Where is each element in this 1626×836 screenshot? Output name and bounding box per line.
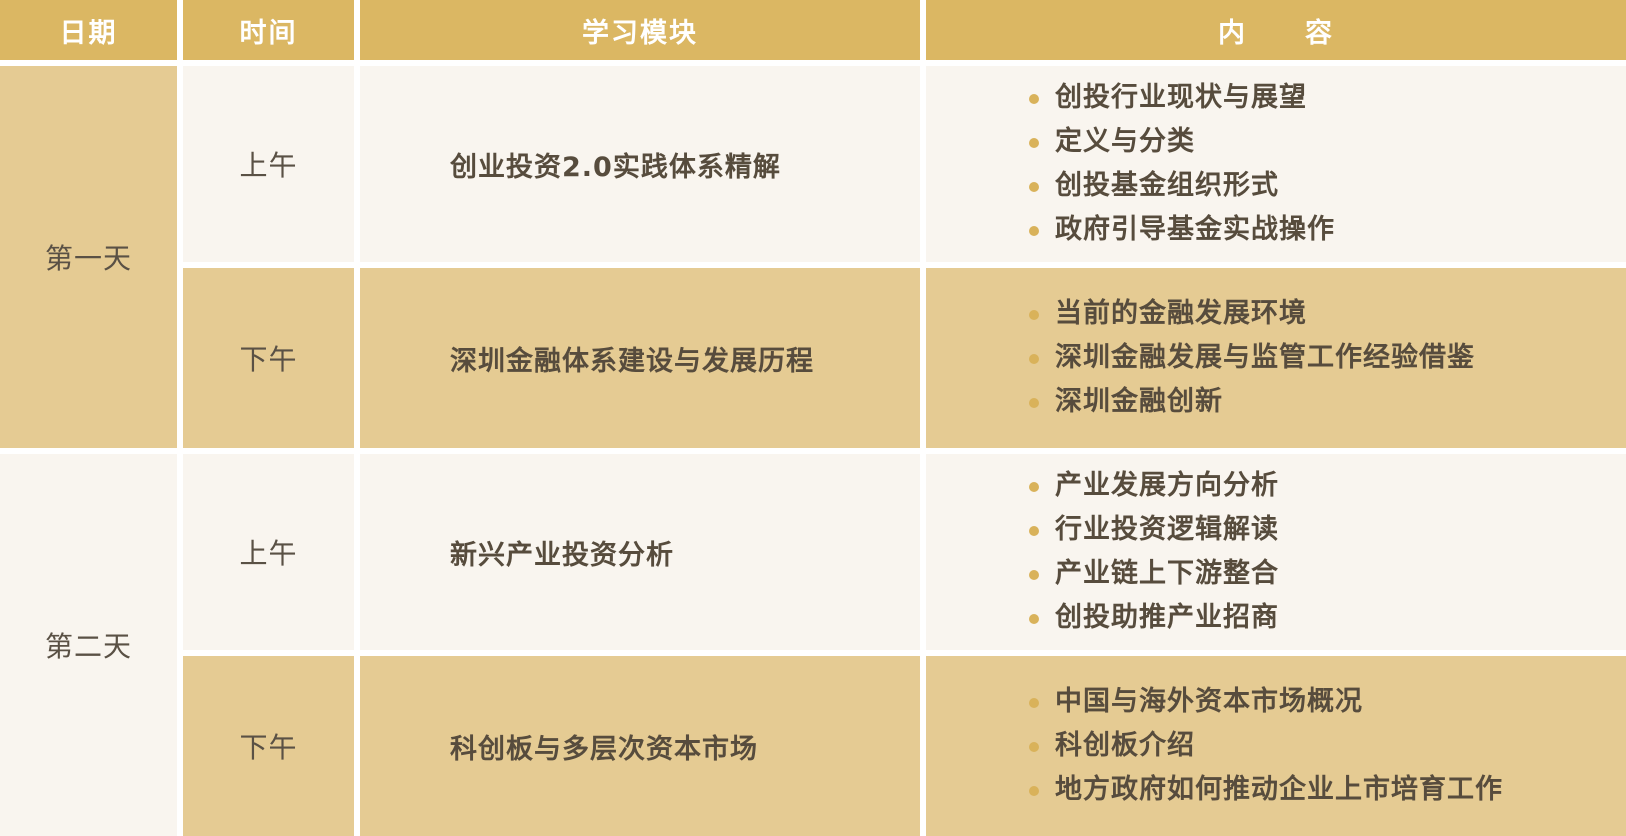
content-item: 产业链上下游整合 xyxy=(1029,552,1279,596)
content-item: 创投助推产业招商 xyxy=(1029,596,1279,640)
bullet-icon xyxy=(1029,742,1039,752)
content-item: 行业投资逻辑解读 xyxy=(1029,508,1279,552)
content-item: 政府引导基金实战操作 xyxy=(1029,208,1335,252)
content-item-text: 深圳金融创新 xyxy=(1055,386,1223,417)
session-content: 当前的金融发展环境 深圳金融发展与监管工作经验借鉴 深圳金融创新 xyxy=(926,268,1626,448)
session-time: 上午 xyxy=(183,454,354,650)
content-item: 创投行业现状与展望 xyxy=(1029,76,1335,120)
content-item-text: 中国与海外资本市场概况 xyxy=(1055,686,1363,717)
session-module: 创业投资2.0实践体系精解 xyxy=(360,66,920,262)
bullet-icon xyxy=(1029,482,1039,492)
content-list: 产业发展方向分析 行业投资逻辑解读 产业链上下游整合 创投助推产业招商 xyxy=(926,464,1279,640)
content-item: 深圳金融创新 xyxy=(1029,380,1475,424)
content-item-text: 深圳金融发展与监管工作经验借鉴 xyxy=(1055,342,1475,373)
bullet-icon xyxy=(1029,182,1039,192)
content-item-text: 产业发展方向分析 xyxy=(1055,470,1279,501)
bullet-icon xyxy=(1029,614,1039,624)
bullet-icon xyxy=(1029,94,1039,104)
content-item-text: 创投行业现状与展望 xyxy=(1055,82,1307,113)
day-label: 第二天 xyxy=(0,454,177,836)
header-time: 时间 xyxy=(183,0,354,60)
content-item: 深圳金融发展与监管工作经验借鉴 xyxy=(1029,336,1475,380)
content-item: 创投基金组织形式 xyxy=(1029,164,1335,208)
header-date: 日期 xyxy=(0,0,177,60)
session-module: 深圳金融体系建设与发展历程 xyxy=(360,268,920,448)
day-label: 第一天 xyxy=(0,66,177,448)
session-content: 中国与海外资本市场概况 科创板介绍 地方政府如何推动企业上市培育工作 xyxy=(926,656,1626,836)
content-item: 地方政府如何推动企业上市培育工作 xyxy=(1029,768,1503,812)
bullet-icon xyxy=(1029,526,1039,536)
bullet-icon xyxy=(1029,398,1039,408)
bullet-icon xyxy=(1029,786,1039,796)
session-time: 下午 xyxy=(183,268,354,448)
session-module: 科创板与多层次资本市场 xyxy=(360,656,920,836)
content-item: 定义与分类 xyxy=(1029,120,1335,164)
content-item: 产业发展方向分析 xyxy=(1029,464,1279,508)
session-content: 产业发展方向分析 行业投资逻辑解读 产业链上下游整合 创投助推产业招商 xyxy=(926,454,1626,650)
content-item-text: 政府引导基金实战操作 xyxy=(1055,214,1335,245)
bullet-icon xyxy=(1029,226,1039,236)
content-item-text: 创投基金组织形式 xyxy=(1055,170,1279,201)
session-time: 上午 xyxy=(183,66,354,262)
content-item: 中国与海外资本市场概况 xyxy=(1029,680,1503,724)
bullet-icon xyxy=(1029,310,1039,320)
content-item-text: 科创板介绍 xyxy=(1055,730,1195,761)
content-list: 创投行业现状与展望 定义与分类 创投基金组织形式 政府引导基金实战操作 xyxy=(926,76,1335,252)
content-item-text: 地方政府如何推动企业上市培育工作 xyxy=(1055,774,1503,805)
bullet-icon xyxy=(1029,570,1039,580)
content-list: 中国与海外资本市场概况 科创板介绍 地方政府如何推动企业上市培育工作 xyxy=(926,680,1503,812)
session-module: 新兴产业投资分析 xyxy=(360,454,920,650)
content-list: 当前的金融发展环境 深圳金融发展与监管工作经验借鉴 深圳金融创新 xyxy=(926,292,1475,424)
content-item: 科创板介绍 xyxy=(1029,724,1503,768)
content-item: 当前的金融发展环境 xyxy=(1029,292,1475,336)
content-item-text: 产业链上下游整合 xyxy=(1055,558,1279,589)
session-time: 下午 xyxy=(183,656,354,836)
bullet-icon xyxy=(1029,138,1039,148)
session-content: 创投行业现状与展望 定义与分类 创投基金组织形式 政府引导基金实战操作 xyxy=(926,66,1626,262)
bullet-icon xyxy=(1029,354,1039,364)
content-item-text: 定义与分类 xyxy=(1055,126,1195,157)
header-module: 学习模块 xyxy=(360,0,920,60)
content-item-text: 当前的金融发展环境 xyxy=(1055,298,1307,329)
bullet-icon xyxy=(1029,698,1039,708)
content-item-text: 行业投资逻辑解读 xyxy=(1055,514,1279,545)
header-content: 内 容 xyxy=(926,0,1626,60)
content-item-text: 创投助推产业招商 xyxy=(1055,602,1279,633)
